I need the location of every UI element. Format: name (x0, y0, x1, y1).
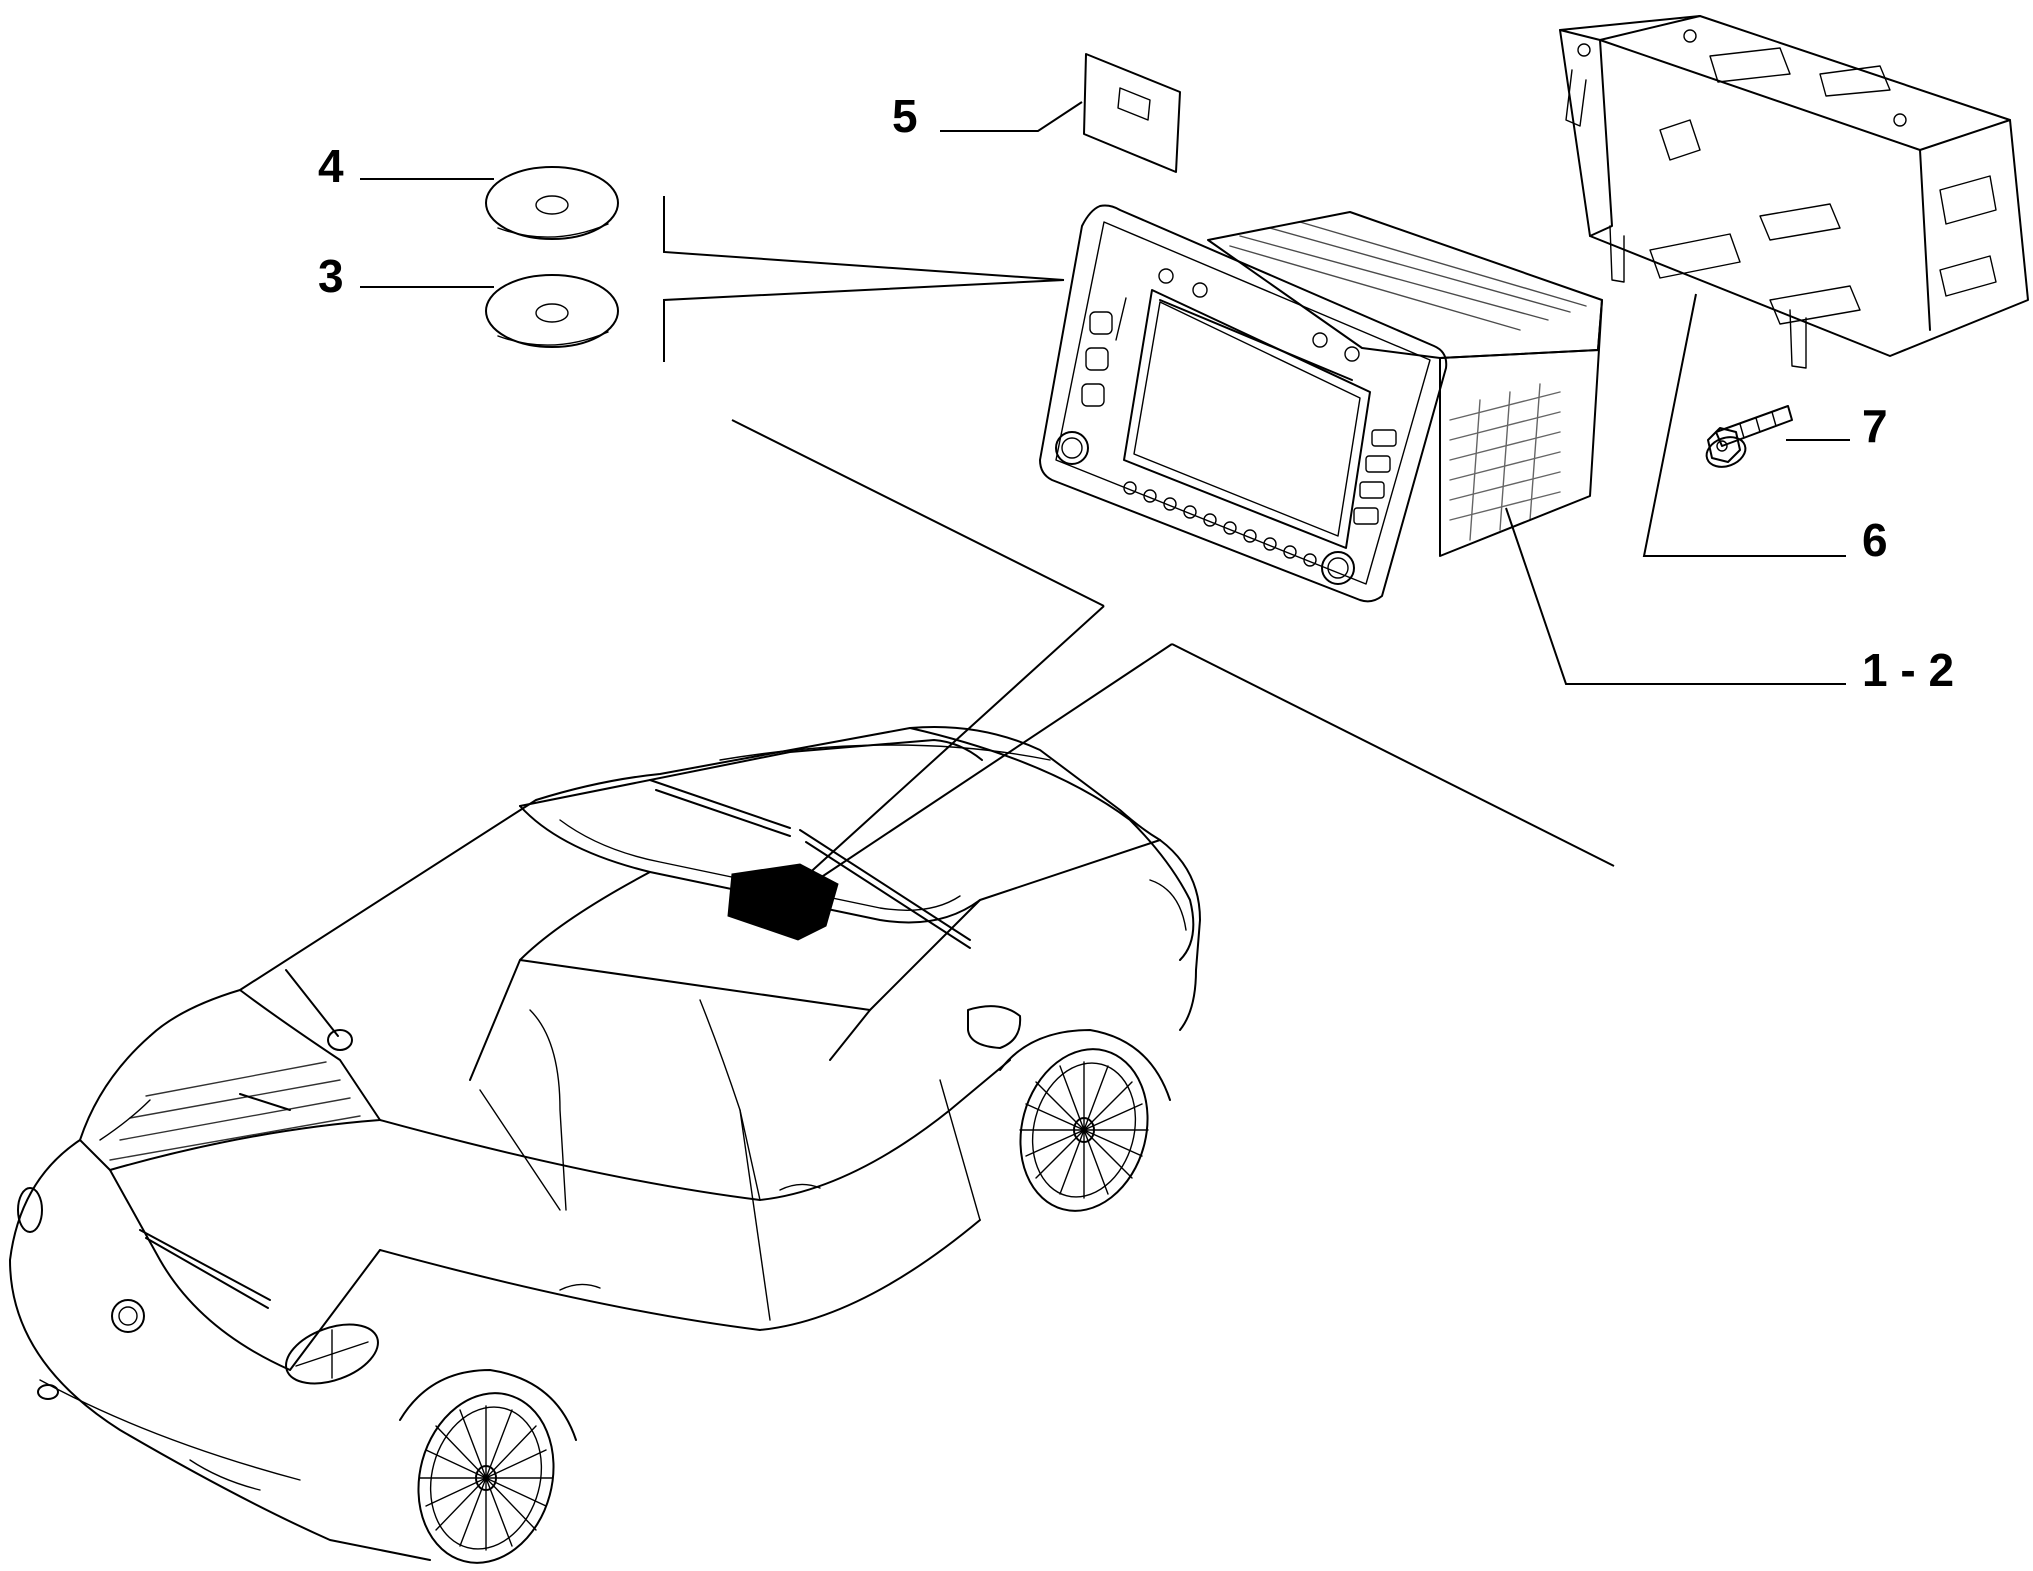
callout-7: 7 (1862, 400, 1888, 452)
cd-disc-icon (485, 274, 619, 348)
navigation-radio-unit-icon (1039, 204, 1603, 603)
car-outline-icon (9, 725, 1201, 1564)
callout-5: 5 (892, 90, 918, 142)
mounting-bracket-icon (1559, 15, 2029, 369)
callout-3: 3 (318, 250, 344, 302)
leader-lines (360, 101, 1850, 879)
callout-1-2: 1 - 2 (1862, 644, 1954, 696)
callout-6: 6 (1862, 514, 1888, 566)
manual-card-icon (1083, 53, 1181, 173)
cd-disc-icon (485, 166, 619, 240)
callout-4: 4 (318, 140, 344, 192)
flange-bolt-icon (1705, 405, 1793, 468)
